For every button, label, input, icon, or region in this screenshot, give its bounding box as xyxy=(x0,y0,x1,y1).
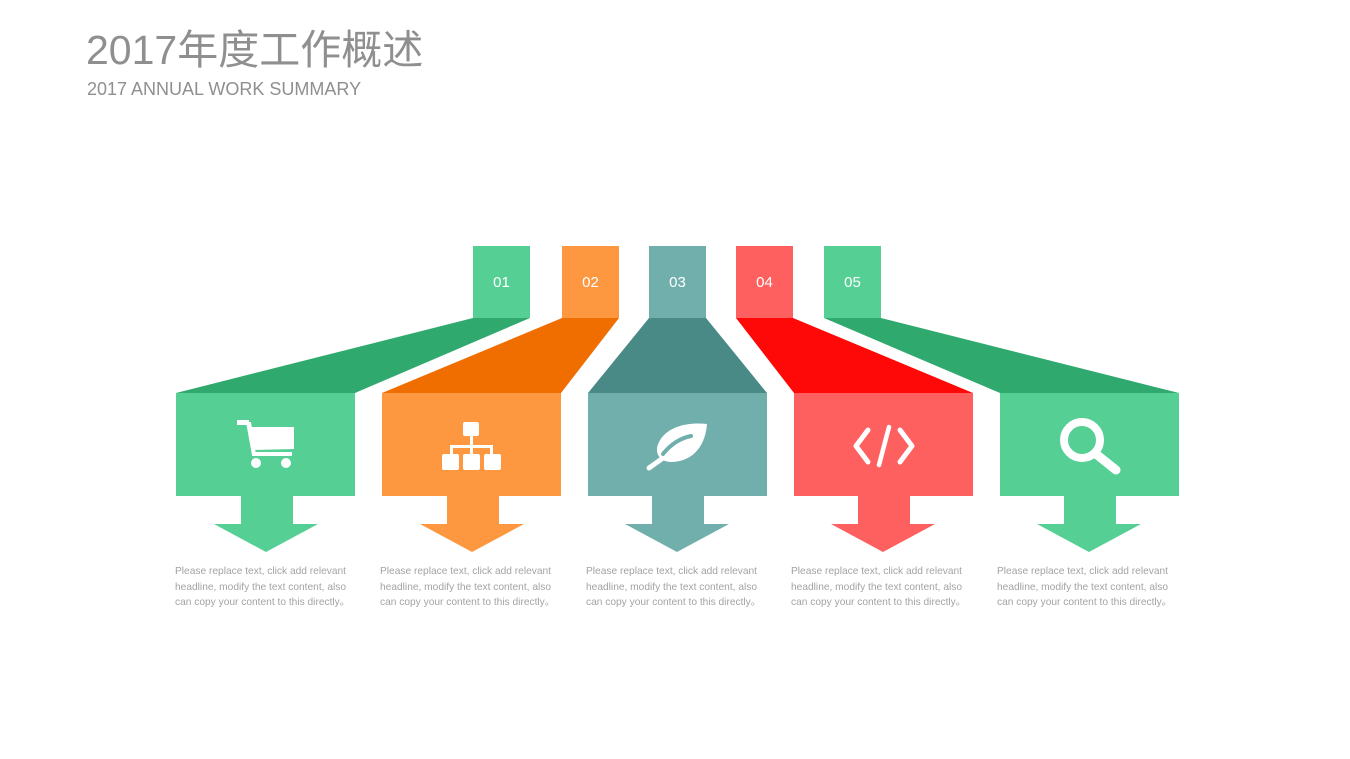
page-title: 2017年度工作概述 xyxy=(86,27,424,73)
step-number-02: 02 xyxy=(582,274,599,291)
step-number-05: 05 xyxy=(844,274,861,291)
step-number-04: 04 xyxy=(756,274,773,291)
sitemap-icon xyxy=(442,422,501,470)
step-description-01: Please replace text, click add relevant … xyxy=(175,566,350,609)
step-number-01: 01 xyxy=(493,274,510,291)
shopping-cart-icon xyxy=(237,420,294,468)
step-description-03: Please replace text, click add relevant … xyxy=(586,566,761,609)
step-description-05: Please replace text, click add relevant … xyxy=(997,566,1172,609)
step-shape-02 xyxy=(382,246,619,552)
step-shape-05 xyxy=(824,246,1179,552)
step-description-04: Please replace text, click add relevant … xyxy=(791,566,966,609)
code-icon xyxy=(853,424,915,468)
step-shape-04 xyxy=(736,246,973,552)
page-subtitle: 2017 ANNUAL WORK SUMMARY xyxy=(87,79,362,99)
step-description-02: Please replace text, click add relevant … xyxy=(380,566,555,609)
step-shape-03 xyxy=(588,246,767,552)
leaf-icon xyxy=(646,423,707,471)
step-number-03: 03 xyxy=(669,274,686,291)
search-icon xyxy=(1060,418,1121,475)
